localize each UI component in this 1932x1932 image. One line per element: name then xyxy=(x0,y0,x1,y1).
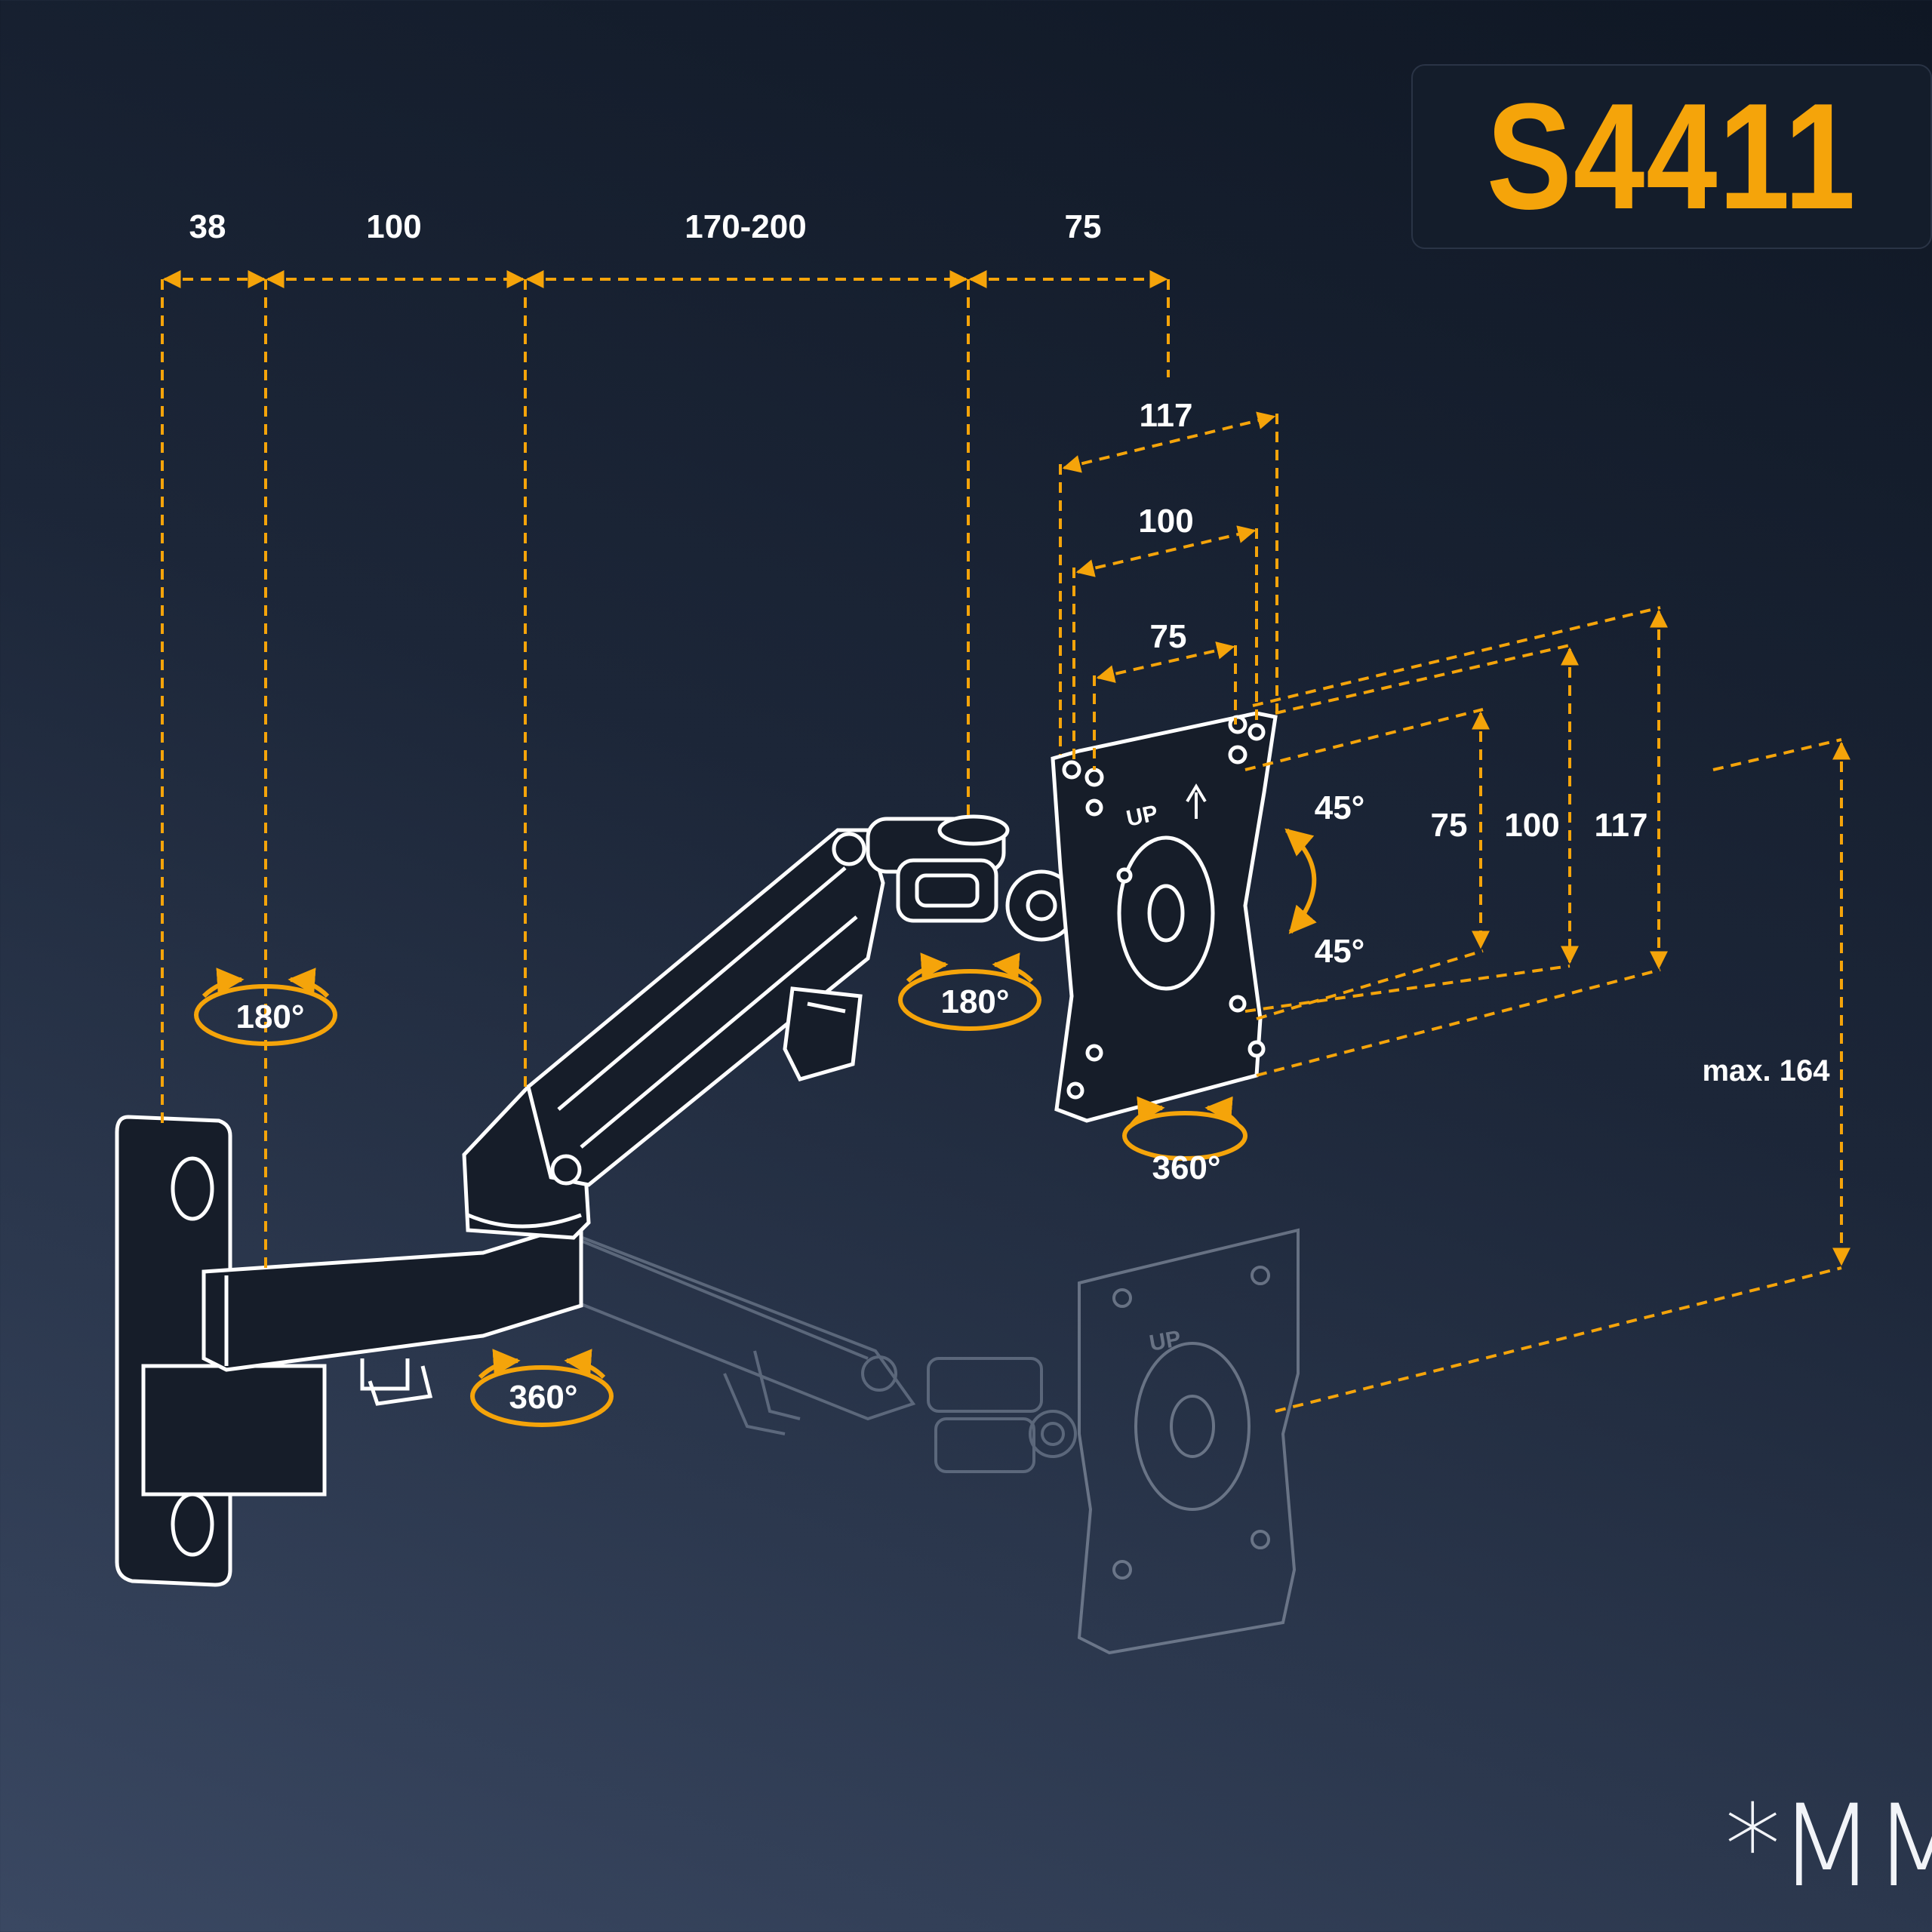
height-adjust-label: max. 164 xyxy=(1702,1054,1830,1088)
rotation-wall-label: 180° xyxy=(235,998,304,1035)
gas-spring-arm xyxy=(526,828,885,1187)
tilt-down-label: 45° xyxy=(1315,933,1365,970)
tilt-head xyxy=(866,814,1078,942)
arm-segment-one xyxy=(202,1220,583,1406)
ghost-arm-lowered xyxy=(526,1220,1077,1473)
dim-label-170-200: 170-200 xyxy=(685,208,806,245)
rotation-plate-label: 360° xyxy=(1152,1149,1220,1186)
tilt-up-label: 45° xyxy=(1315,789,1365,826)
dimension-arrows xyxy=(162,270,1850,1266)
rotation-ellipse-wall xyxy=(194,984,337,1046)
plate-height-100: 100 xyxy=(1504,807,1559,844)
rotation-base-label: 360° xyxy=(509,1379,577,1416)
wall-hole-top xyxy=(171,1156,214,1221)
plate-height-75: 75 xyxy=(1431,807,1468,844)
up-arrow-icon xyxy=(1186,783,1207,819)
rotation-indicators xyxy=(194,828,1317,1427)
plate-width-117: 117 xyxy=(1140,397,1193,434)
rotation-head-label: 180° xyxy=(940,983,1009,1020)
rotation-ellipse-plate xyxy=(1122,1111,1247,1161)
unit-note: *MM xyxy=(1724,1781,1932,1912)
plate-width-100: 100 xyxy=(1138,503,1193,540)
ghost-vesa-plate: UP xyxy=(1077,1228,1300,1655)
rotation-ellipse-head xyxy=(898,969,1041,1031)
model-badge: S4411 xyxy=(1411,64,1932,249)
dim-label-38: 38 xyxy=(189,208,226,245)
dim-label-75: 75 xyxy=(1065,208,1102,245)
model-number: S4411 xyxy=(1486,72,1857,241)
vesa-plate: UP xyxy=(1051,711,1278,1123)
tilt-arc xyxy=(1284,828,1317,934)
rotation-ellipse-base xyxy=(470,1365,614,1427)
ghost-up-marking: UP xyxy=(1147,1326,1183,1356)
wall-hole-bottom xyxy=(171,1492,214,1557)
dim-label-100: 100 xyxy=(366,208,421,245)
dimension-lines xyxy=(161,279,1842,1413)
plate-height-117: 117 xyxy=(1595,807,1648,844)
plate-width-75: 75 xyxy=(1150,618,1187,655)
dimension-labels: 38 100 170-200 75 117 100 75 75 100 117 … xyxy=(189,208,1831,1416)
